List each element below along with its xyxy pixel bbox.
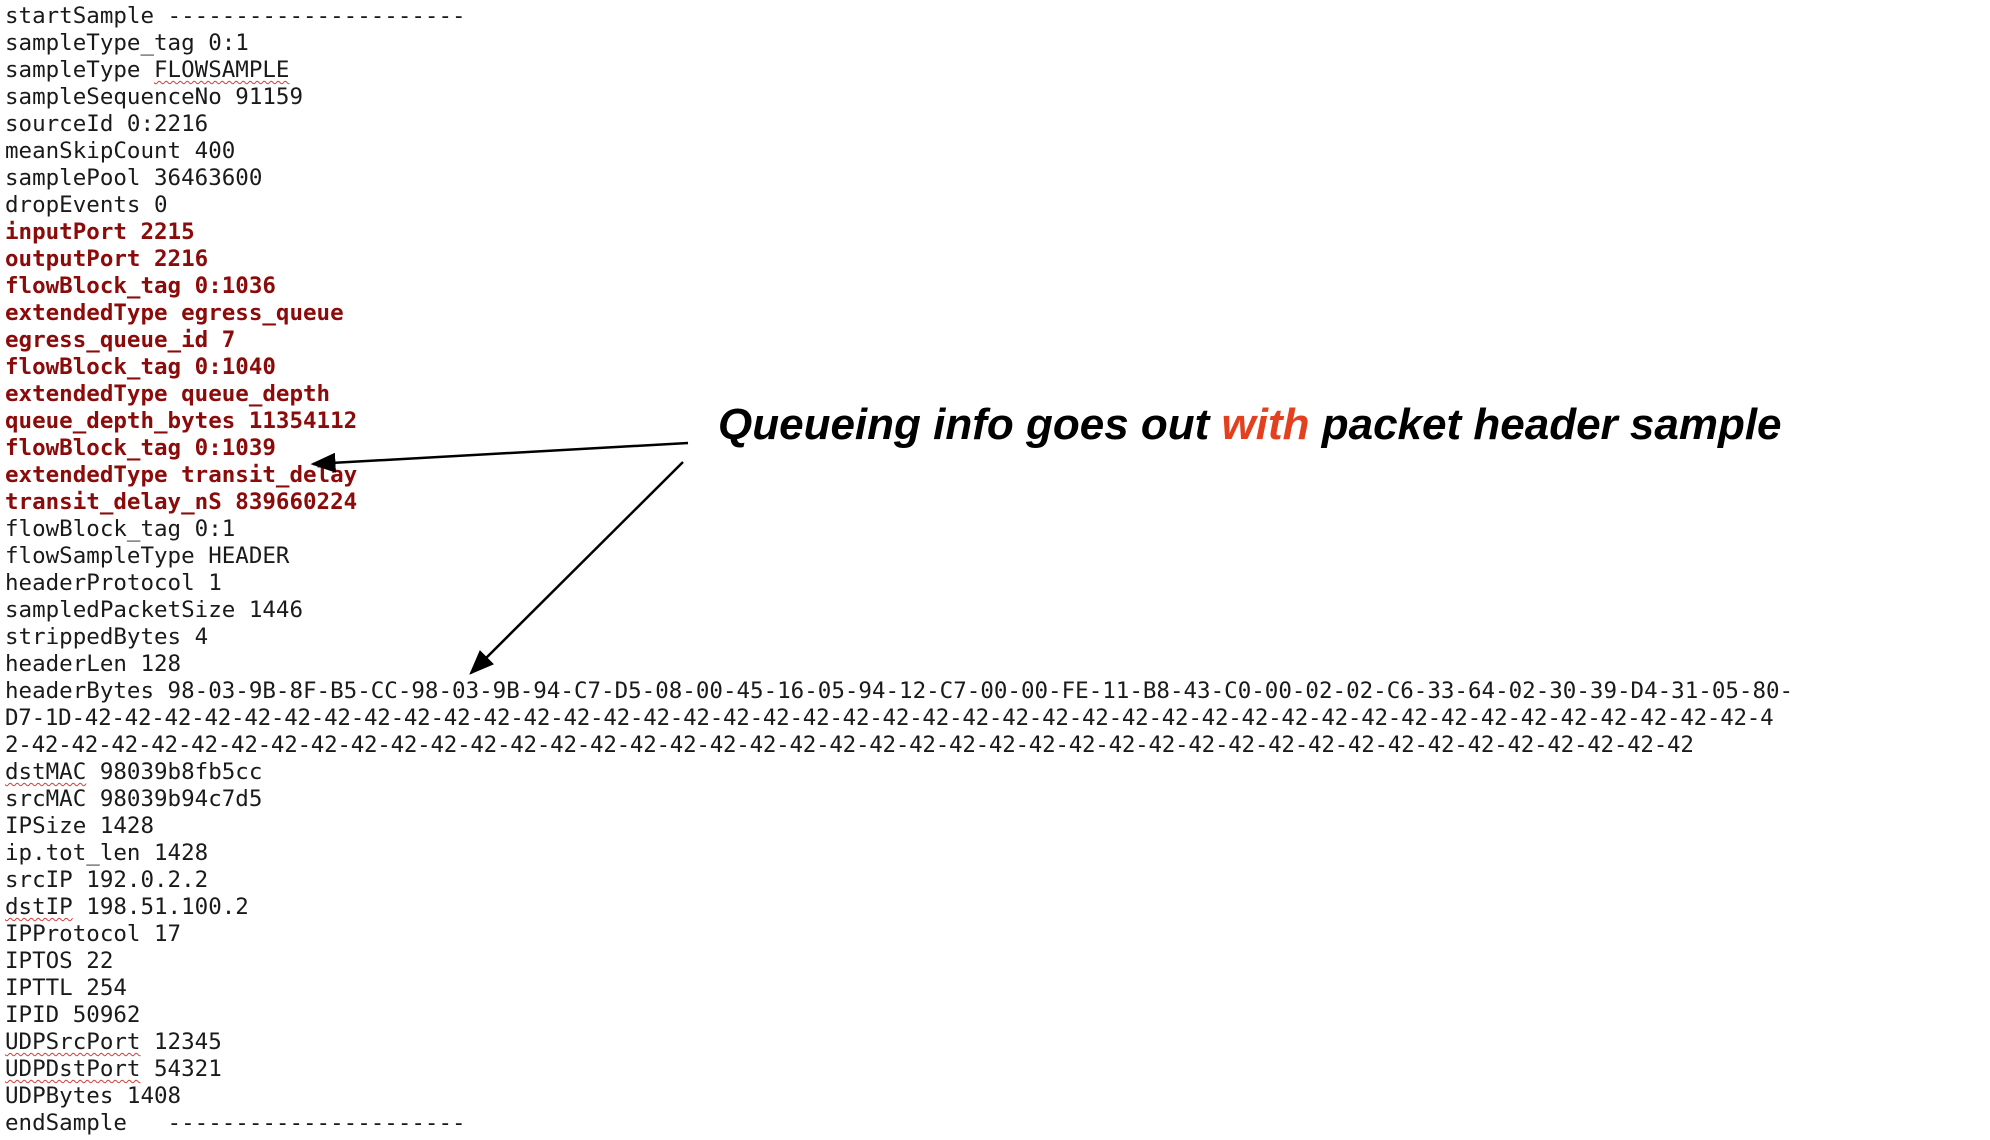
sample-line: flowBlock_tag 0:1040 — [5, 354, 1793, 381]
line-value: 12345 — [140, 1029, 222, 1055]
callout-emphasis-word: with — [1221, 400, 1310, 449]
sample-line: extendedType egress_queue — [5, 300, 1793, 327]
line-text: transit_delay_nS 839660224 — [5, 489, 358, 515]
sample-line: srcMAC 98039b94c7d5 — [5, 786, 1793, 813]
sample-line: D7-1D-42-42-42-42-42-42-42-42-42-42-42-4… — [5, 705, 1793, 732]
sample-line: strippedBytes 4 — [5, 624, 1793, 651]
line-text: IPSize 1428 — [5, 813, 155, 839]
sample-line: flowBlock_tag 0:1036 — [5, 273, 1793, 300]
sample-line: dstMAC 98039b8fb5cc — [5, 759, 1793, 786]
sample-line: flowBlock_tag 0:1 — [5, 516, 1793, 543]
sample-line: srcIP 192.0.2.2 — [5, 867, 1793, 894]
line-text: ip.tot_len 1428 — [5, 840, 209, 866]
sample-line: ip.tot_len 1428 — [5, 840, 1793, 867]
line-text: flowBlock_tag 0:1040 — [5, 354, 276, 380]
sample-line: IPID 50962 — [5, 1002, 1793, 1029]
sample-line: IPSize 1428 — [5, 813, 1793, 840]
callout-annotation: Queueing info goes out with packet heade… — [718, 403, 1782, 447]
line-text: sampleType_tag 0:1 — [5, 30, 249, 56]
line-text: headerProtocol 1 — [5, 570, 222, 596]
line-text: flowBlock_tag 0:1036 — [5, 273, 276, 299]
sample-line: UDPBytes 1408 — [5, 1083, 1793, 1110]
sample-line: queue_depth_bytes 11354112 — [5, 408, 1793, 435]
line-text: headerBytes 98-03-9B-8F-B5-CC-98-03-9B-9… — [5, 678, 1794, 704]
spellcheck-flagged-word: dstMAC — [5, 759, 87, 785]
sample-line: transit_delay_nS 839660224 — [5, 489, 1793, 516]
line-text: queue_depth_bytes 11354112 — [5, 408, 358, 434]
line-text: srcMAC 98039b94c7d5 — [5, 786, 263, 812]
line-value: 54321 — [140, 1056, 222, 1082]
sample-line: egress_queue_id 7 — [5, 327, 1793, 354]
line-text: startSample ---------------------- — [5, 3, 466, 29]
line-text: headerLen 128 — [5, 651, 182, 677]
line-text: IPID 50962 — [5, 1002, 141, 1028]
sample-line: 2-42-42-42-42-42-42-42-42-42-42-42-42-42… — [5, 732, 1793, 759]
spellcheck-flagged-word: FLOWSAMPLE — [154, 57, 290, 83]
sample-line: sampleType_tag 0:1 — [5, 30, 1793, 57]
line-text: flowBlock_tag 0:1039 — [5, 435, 276, 461]
sample-line: extendedType queue_depth — [5, 381, 1793, 408]
line-text: meanSkipCount 400 — [5, 138, 236, 164]
sample-line: headerBytes 98-03-9B-8F-B5-CC-98-03-9B-9… — [5, 678, 1793, 705]
line-text: 2-42-42-42-42-42-42-42-42-42-42-42-42-42… — [5, 732, 1694, 758]
spellcheck-flagged-word: UDPSrcPort — [5, 1029, 141, 1055]
line-text: IPTTL 254 — [5, 975, 127, 1001]
line-text: flowBlock_tag 0:1 — [5, 516, 236, 542]
line-text: D7-1D-42-42-42-42-42-42-42-42-42-42-42-4… — [5, 705, 1774, 731]
sample-line: sampleType FLOWSAMPLE — [5, 57, 1793, 84]
line-text: outputPort 2216 — [5, 246, 209, 272]
spellcheck-flagged-word: UDPDstPort — [5, 1056, 141, 1082]
sample-line: extendedType transit_delay — [5, 462, 1793, 489]
sample-line: outputPort 2216 — [5, 246, 1793, 273]
line-text: inputPort 2215 — [5, 219, 195, 245]
sample-line: flowBlock_tag 0:1039 — [5, 435, 1793, 462]
line-text: flowSampleType HEADER — [5, 543, 290, 569]
line-text: egress_queue_id 7 — [5, 327, 236, 353]
line-value: 98039b8fb5cc — [86, 759, 263, 785]
sample-line: dstIP 198.51.100.2 — [5, 894, 1793, 921]
line-text: IPTOS 22 — [5, 948, 114, 974]
line-text: sampleType — [5, 57, 155, 83]
sample-listing: startSample ----------------------sample… — [5, 3, 1793, 1137]
sample-line: UDPSrcPort 12345 — [5, 1029, 1793, 1056]
sample-line: headerProtocol 1 — [5, 570, 1793, 597]
sample-line: IPTTL 254 — [5, 975, 1793, 1002]
sample-line: endSample ---------------------- — [5, 1110, 1793, 1137]
sample-line: sourceId 0:2216 — [5, 111, 1793, 138]
sample-line: headerLen 128 — [5, 651, 1793, 678]
line-text: samplePool 36463600 — [5, 165, 263, 191]
sample-line: meanSkipCount 400 — [5, 138, 1793, 165]
line-text: extendedType queue_depth — [5, 381, 331, 407]
callout-text-before: Queueing info goes out — [718, 400, 1222, 449]
line-text: sourceId 0:2216 — [5, 111, 209, 137]
sample-line: sampledPacketSize 1446 — [5, 597, 1793, 624]
sample-line: dropEvents 0 — [5, 192, 1793, 219]
line-text: extendedType egress_queue — [5, 300, 344, 326]
sample-line: sampleSequenceNo 91159 — [5, 84, 1793, 111]
sample-line: samplePool 36463600 — [5, 165, 1793, 192]
line-text: srcIP 192.0.2.2 — [5, 867, 209, 893]
sample-line: IPTOS 22 — [5, 948, 1793, 975]
line-text: endSample ---------------------- — [5, 1110, 466, 1136]
sample-line: flowSampleType HEADER — [5, 543, 1793, 570]
line-text: sampledPacketSize 1446 — [5, 597, 304, 623]
line-text: extendedType transit_delay — [5, 462, 358, 488]
line-text: dropEvents 0 — [5, 192, 168, 218]
sample-line: IPProtocol 17 — [5, 921, 1793, 948]
sample-line: startSample ---------------------- — [5, 3, 1793, 30]
sample-line: inputPort 2215 — [5, 219, 1793, 246]
line-value: 198.51.100.2 — [72, 894, 249, 920]
line-text: IPProtocol 17 — [5, 921, 182, 947]
line-text: strippedBytes 4 — [5, 624, 209, 650]
sample-line: UDPDstPort 54321 — [5, 1056, 1793, 1083]
line-text: UDPBytes 1408 — [5, 1083, 182, 1109]
callout-text-after: packet header sample — [1309, 400, 1782, 449]
spellcheck-flagged-word: dstIP — [5, 894, 73, 920]
line-text: sampleSequenceNo 91159 — [5, 84, 304, 110]
